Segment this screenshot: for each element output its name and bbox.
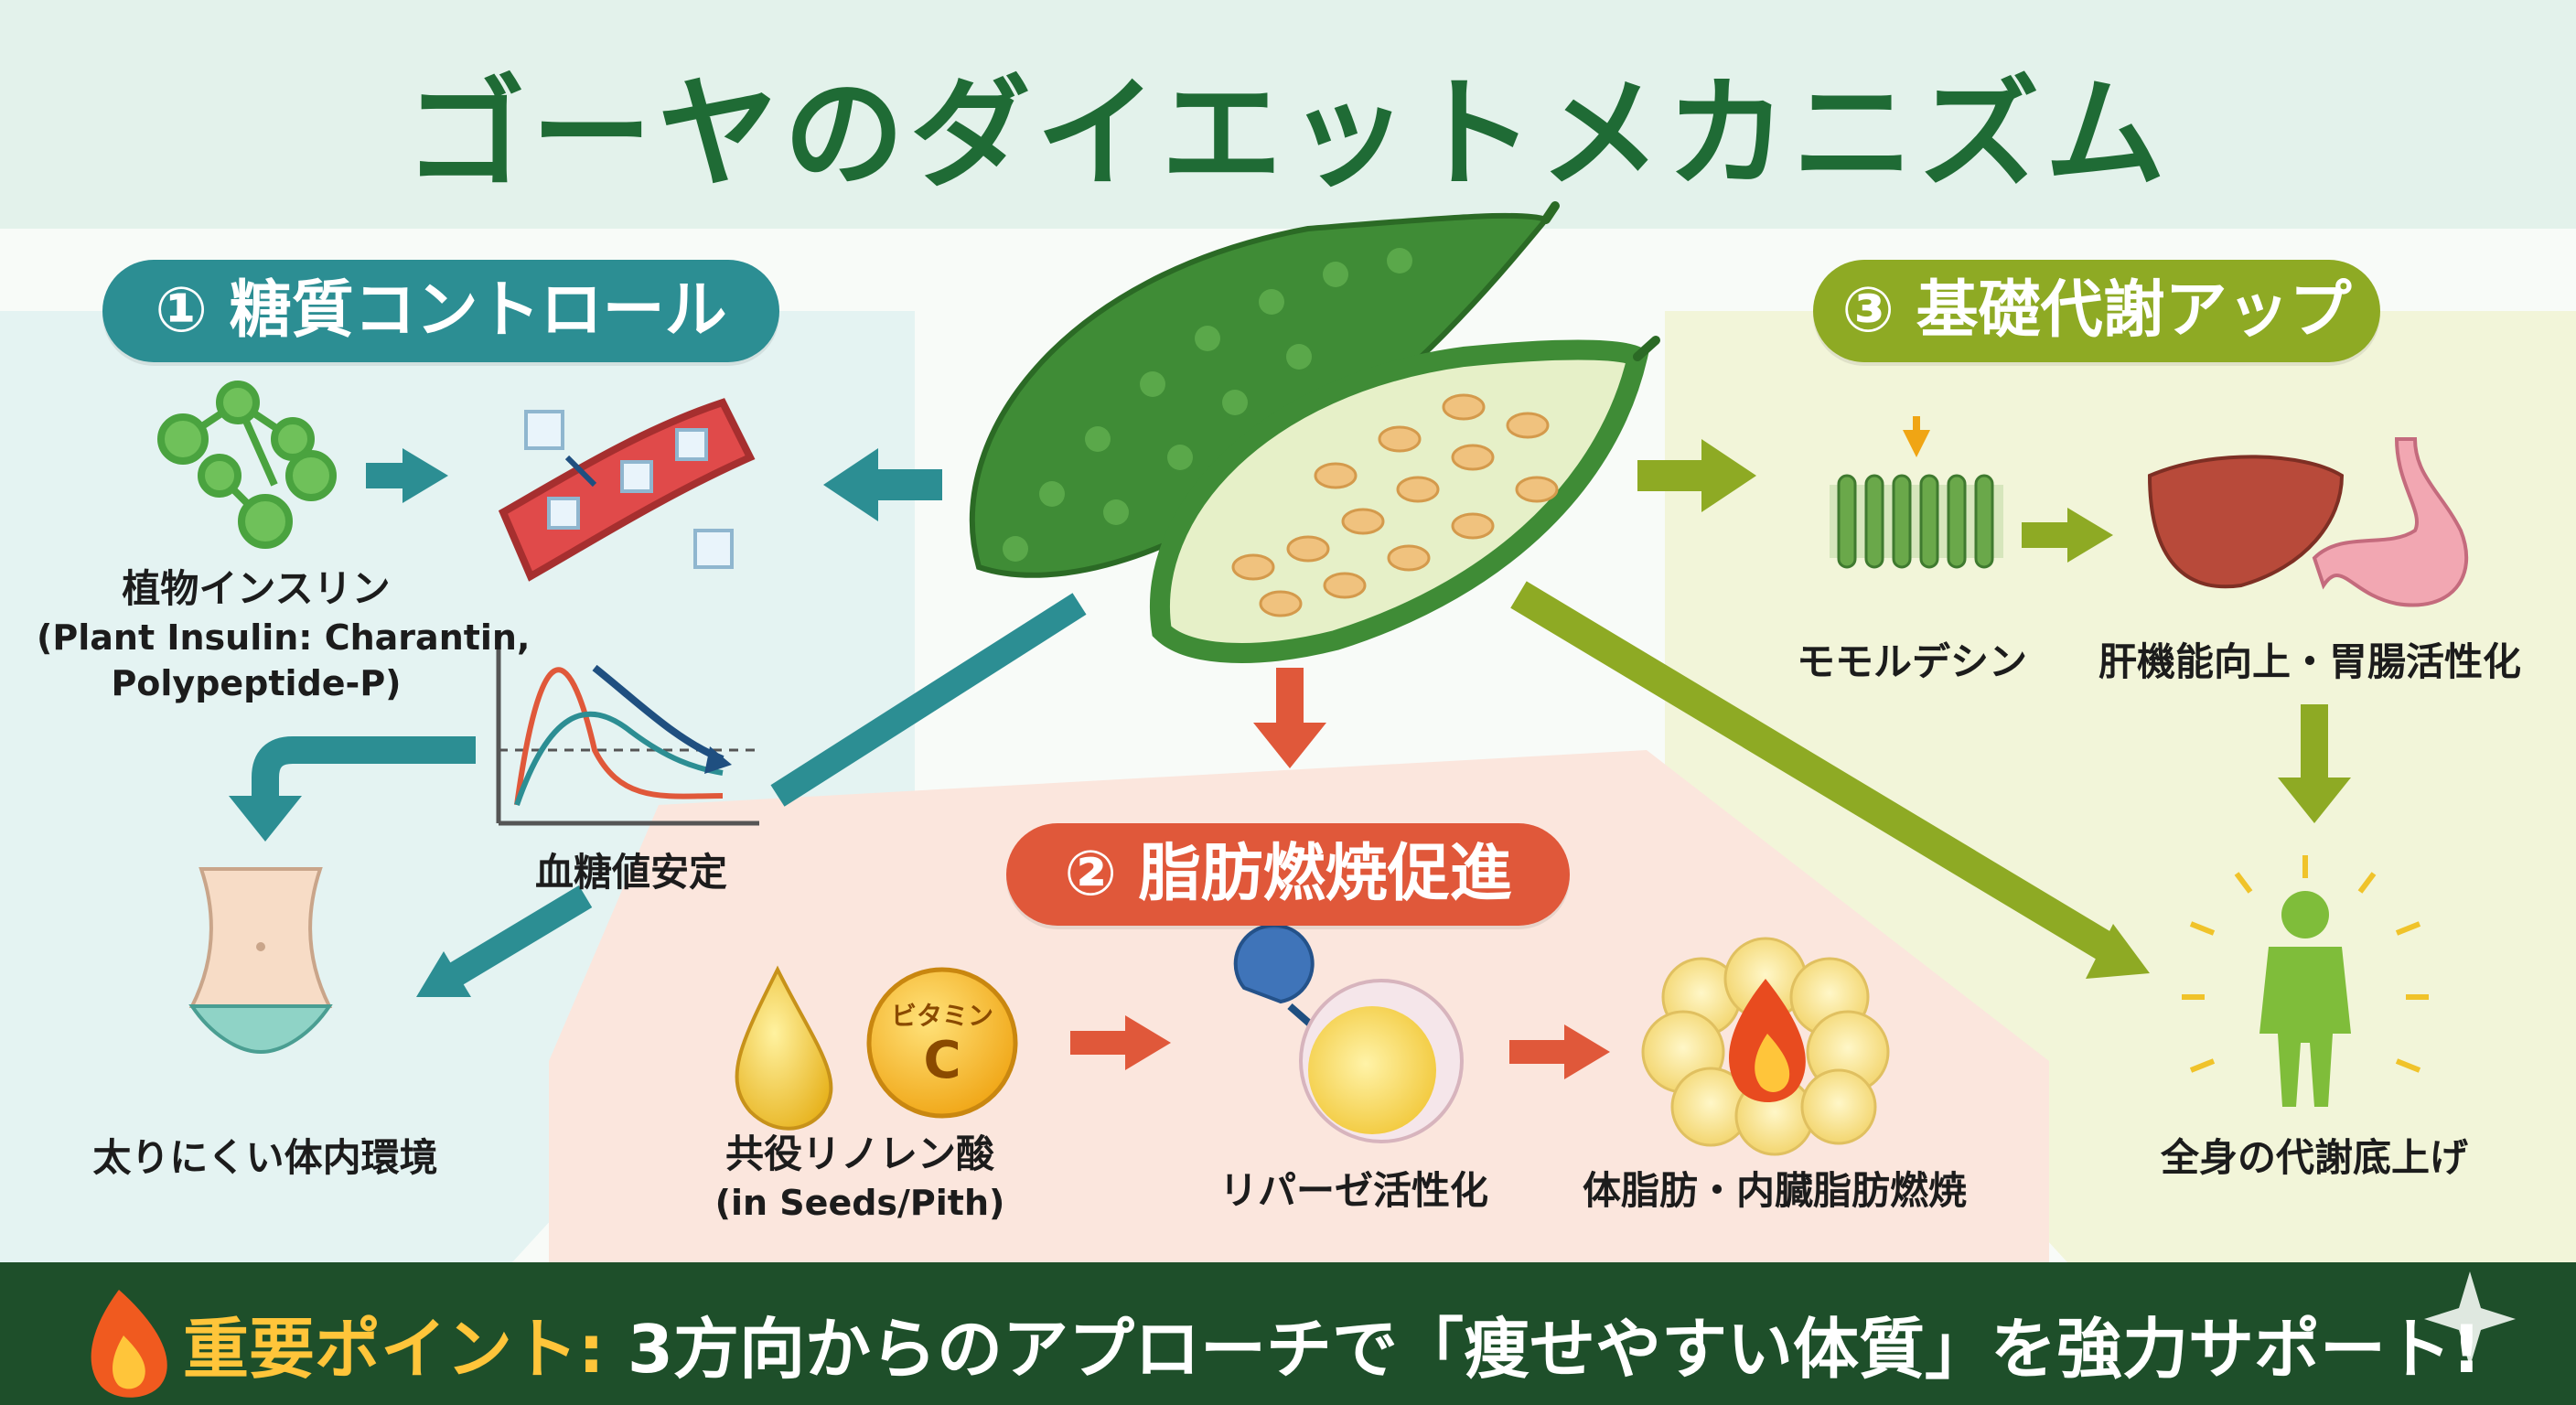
arrow-to-fat: [1253, 668, 1326, 768]
bottom-banner: [0, 1262, 2576, 1405]
vitamin-label: ビタミン: [891, 1001, 993, 1031]
arrow-to-blood-sugar: [770, 593, 1087, 807]
fire-icon: [1641, 937, 1890, 1156]
banner-lead: 重要ポイント:: [183, 1311, 605, 1388]
lipase-label: リパーゼ活性化: [1218, 1168, 1488, 1213]
plant-insulin-note-1: (Plant Insulin: Charantin,: [37, 617, 531, 658]
vitamin-c-icon: ビタミン C: [866, 967, 1018, 1119]
vitamin-letter: C: [923, 1031, 961, 1090]
plant-insulin-note-2: Polypeptide-P): [111, 663, 402, 703]
molecule-icon: [157, 381, 337, 549]
membrane-icon: [1830, 416, 2003, 569]
banner-body: 3方向からのアプローチで「痩せやすい体質」を強力サポート!: [604, 1311, 2482, 1388]
arrow-to-body: [416, 885, 593, 997]
fat-panel: [549, 750, 2049, 1262]
arrow-liver-to-body: [2278, 704, 2351, 823]
fat-cell-icon: [1299, 979, 1464, 1143]
bitter-melon-icon: [969, 201, 1660, 663]
oil-drop-icon: [735, 965, 833, 1131]
blood-vessel-icon: [498, 398, 756, 582]
sparkle-icon: [2424, 1271, 2516, 1367]
fire-icon-banner: [91, 1290, 167, 1398]
fat-burn-label: 体脂肪・内臓脂肪燃焼: [1582, 1168, 1967, 1213]
stomach-icon: [2312, 437, 2469, 607]
banner-text: 重要ポイント: 3方向からのアプローチで「痩せやすい体質」を強力サポート!: [183, 1295, 2482, 1391]
arrow-vitc-to-lipase: [1070, 1015, 1171, 1070]
arrow-membrane-to-liver: [2022, 508, 2113, 563]
arrow-molecule-to-vessel: [366, 448, 448, 503]
waist-icon: [188, 867, 333, 1055]
body-environment-label: 太りにくい体内環境: [92, 1135, 438, 1180]
momordicin-label: モモルデシン: [1796, 639, 2027, 684]
arrow-lipase-to-burn: [1509, 1024, 1610, 1079]
whole-body-label: 全身の代謝底上げ: [2160, 1135, 2468, 1180]
fat-burn-heading: ② 脂肪燃焼促進: [1006, 823, 1570, 926]
arrow-to-sugar: [823, 448, 942, 521]
page-title: ゴーヤのダイエットメカニズム: [404, 64, 2172, 205]
liver-label: 肝機能向上・胃腸活性化: [2098, 639, 2521, 684]
blood-sugar-label: 血糖値安定: [534, 850, 727, 895]
metabolism-heading: ③ 基礎代謝アップ: [1813, 260, 2380, 362]
person-glow-icon: [2182, 855, 2429, 1107]
arrow-to-whole-body: [1510, 581, 2150, 979]
sugar-control-heading: ① 糖質コントロール: [102, 260, 779, 362]
arrow-to-metabolism: [1637, 439, 1756, 512]
cla-note: (in Seeds/Pith): [714, 1183, 1005, 1223]
liver-icon: [2147, 455, 2345, 589]
title-band: [0, 0, 2576, 229]
cla-label: 共役リノレン酸: [724, 1132, 994, 1176]
graph-icon: [496, 640, 759, 826]
arrow-graph-to-waist: [229, 736, 476, 842]
plant-insulin-label: 植物インスリン: [122, 566, 391, 611]
